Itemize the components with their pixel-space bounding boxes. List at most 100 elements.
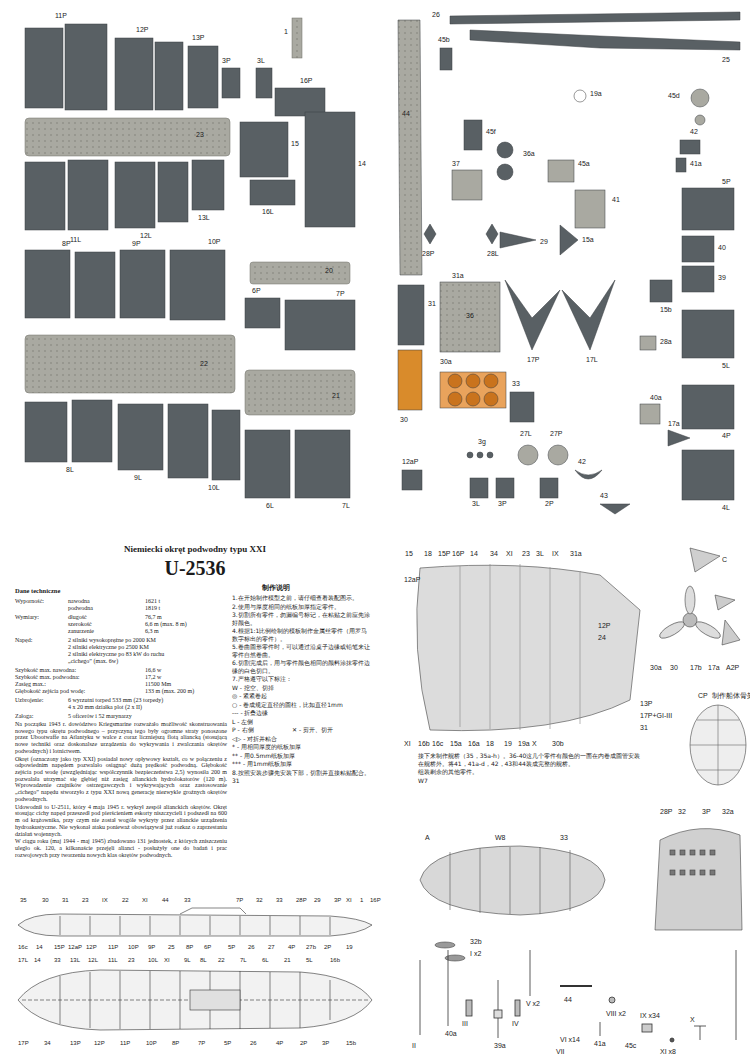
part-number: XI xyxy=(404,740,411,748)
assembly-drawings xyxy=(417,548,746,961)
spec-text: 2 silniki elektryczne po 83 kW do ruchu xyxy=(68,651,164,658)
spec-text: zanurzenie xyxy=(68,628,94,635)
part-number: 24 xyxy=(598,634,606,642)
instruction-text: 6.切割完成后，用与零件颜色相同的颜料涂抹零件边缘的白色切口。 xyxy=(232,659,373,674)
callout-number: 32 xyxy=(256,897,263,904)
part-number: 3L xyxy=(472,500,480,508)
part-number: 6P xyxy=(252,287,261,295)
part-number: I x2 xyxy=(470,950,481,958)
callout-number: 33 xyxy=(54,957,61,964)
spec-text: Zasięg max.: xyxy=(15,681,46,688)
part-number: XI xyxy=(506,550,513,558)
callout-number: 34 xyxy=(44,1040,51,1047)
callout-number: 2P xyxy=(324,944,331,951)
part-number: 3P xyxy=(222,57,231,65)
section-heading: 制作说明 xyxy=(262,584,290,592)
instruction-text: ◁▷ - 对折并粘合 xyxy=(232,735,373,743)
part-number: 19a xyxy=(518,740,530,748)
callout-number: 12P xyxy=(94,1040,105,1047)
body-paragraph: Okręt (oznaczony jako typ XXI) posiadał … xyxy=(15,756,227,803)
instruction-text: 3.切割所有零件，勿漏编号标记，在粘贴之前应先涂好颜色。 xyxy=(232,611,373,626)
part-number: 15a xyxy=(450,740,462,748)
part-number: W8 xyxy=(495,834,506,842)
callout-number: 22 xyxy=(218,957,225,964)
spec-text: 5 oficerów i 52 marynarzy xyxy=(68,713,132,720)
part-number: III xyxy=(462,1020,468,1028)
part-number: 8P xyxy=(62,240,71,248)
part-number: 29 xyxy=(540,238,548,246)
part-number: 45f xyxy=(486,128,496,136)
part-number: 15a xyxy=(582,236,594,244)
part-number: 15P xyxy=(438,550,450,558)
callout-number: 13L xyxy=(70,957,80,964)
callout-number: 33 xyxy=(276,897,283,904)
callout-number: 25 xyxy=(168,944,175,951)
callout-number: 16c xyxy=(18,944,28,951)
part-number: 1 xyxy=(284,28,288,36)
callout-number: 7P xyxy=(236,897,243,904)
part-number: 37 xyxy=(452,160,460,168)
callout-number: 16P xyxy=(370,897,381,904)
part-number: 34 xyxy=(490,550,498,558)
part-number: 42 xyxy=(690,128,698,136)
callout-number: 17L xyxy=(18,957,28,964)
part-number: 36 xyxy=(466,312,474,320)
part-number: 6L xyxy=(266,502,274,510)
callout-number: 29 xyxy=(314,897,321,904)
section-heading: Dane techniczne xyxy=(15,587,60,594)
spec-text: 16,6 w xyxy=(145,667,161,674)
part-number: 13L xyxy=(198,214,210,222)
callout-number: 12P xyxy=(86,944,97,951)
part-number: 45d xyxy=(668,92,680,100)
spec-text: Wyporność: xyxy=(15,598,44,605)
callout-number: 23 xyxy=(82,897,89,904)
part-number: 10L xyxy=(208,484,220,492)
instruction-text: 31 xyxy=(232,777,373,785)
spec-text: 6 wyrzutni torped 533 mm (23 torpedy) xyxy=(68,697,163,704)
part-number: 31a xyxy=(452,272,464,280)
callout-number: 22 xyxy=(122,897,129,904)
callout-number: 5L xyxy=(306,957,313,964)
callout-number: 11L xyxy=(108,957,118,964)
spec-text: Szybkość max. nawodna: xyxy=(15,667,76,674)
callout-number: 2P xyxy=(300,1040,307,1047)
instruction-text: W - 挖空、切掉 xyxy=(232,684,373,692)
part-number: 28a xyxy=(660,338,672,346)
callout-number: 6P xyxy=(204,944,211,951)
part-number: 40 xyxy=(718,244,726,252)
callout-number: 35 xyxy=(20,897,27,904)
part-number: 28P xyxy=(660,808,672,816)
part-number: 44 xyxy=(402,110,410,118)
callout-number: 14 xyxy=(36,944,43,951)
spec-text: szerokość xyxy=(68,621,92,628)
part-number: 27P xyxy=(550,430,562,438)
part-number: 19a xyxy=(590,90,602,98)
callout-number: 15b xyxy=(346,1040,356,1047)
callout-number: 10P xyxy=(128,944,139,951)
callout-number: 44 xyxy=(162,897,169,904)
part-number: 制作船体骨架（W1-W12，A，A1-A7，B，B1，C，D，E，F），所有骨架… xyxy=(712,692,750,700)
part-number: 31a xyxy=(570,550,582,558)
model-name: U-2536 xyxy=(164,557,225,580)
instruction-text: 5.卷曲圆形零件时，可以通过沿桌子边缘或铅笔来让零件自然卷曲。 xyxy=(232,643,373,658)
part-number: A xyxy=(425,834,430,842)
instruction-text: 8.按照安装步骤先安装下部，切割并直接粘贴配合。 xyxy=(232,769,373,777)
part-number: 30 xyxy=(670,664,678,672)
part-number: 17P+GI-III xyxy=(640,712,672,720)
callout-number: XI xyxy=(346,897,352,904)
instruction-text: 1.在开始制作模型之前，请仔细查看装配图示。 xyxy=(232,594,373,602)
part-number: 9P xyxy=(132,240,141,248)
callout-number: 6L xyxy=(262,957,269,964)
part-number: 43 xyxy=(600,492,608,500)
part-number: 17a xyxy=(668,420,680,428)
part-number: 5L xyxy=(722,362,730,370)
part-number: 41a xyxy=(690,160,702,168)
callout-number: 11P xyxy=(120,1040,130,1047)
part-number: 25 xyxy=(722,56,730,64)
callout-number: 9P xyxy=(148,944,155,951)
part-number: 45a xyxy=(578,160,590,168)
part-number: 3L xyxy=(536,550,544,558)
part-number: 17b xyxy=(690,664,702,672)
part-number: 26 xyxy=(432,11,440,19)
callout-number: XI xyxy=(164,957,170,964)
